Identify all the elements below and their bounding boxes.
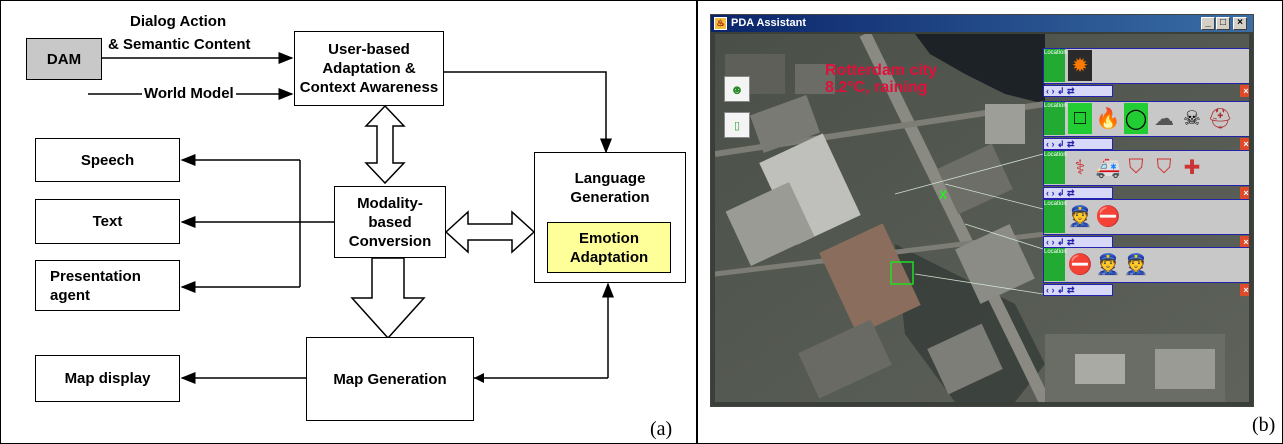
- paramedic-icon: ⚕: [1074, 157, 1086, 179]
- row-controls: ‹ › ↲ ⇄ ×: [1043, 187, 1249, 200]
- police-icon: 👮: [1123, 254, 1149, 276]
- map-x-marker: X: [939, 188, 947, 202]
- row-controls: ‹ › ↲ ⇄ ×: [1043, 138, 1249, 151]
- city-label: Rotterdam city: [825, 62, 938, 79]
- no-entry-icon: ⛔: [1095, 206, 1121, 228]
- location-badge[interactable]: Location: [1044, 49, 1067, 82]
- explosion-icon: ✹: [1068, 50, 1092, 81]
- police-icon: 👮: [1095, 254, 1121, 276]
- map-display-box: Map display: [35, 355, 180, 402]
- window-titlebar[interactable]: ♨ PDA Assistant _ □ ×: [711, 15, 1253, 32]
- incident-row[interactable]: Location□🔥◯ ☁ ☠ ⛑: [1043, 101, 1249, 137]
- app-icon: ♨: [714, 17, 727, 30]
- dam-box: DAM: [26, 38, 102, 80]
- square-icon: □: [1068, 103, 1092, 134]
- incident-row[interactable]: Location ⚕ 🚑 ⛉ ⛉ ✚: [1043, 150, 1249, 186]
- satellite-map-image: X: [715, 34, 1249, 402]
- user-adaptation-box: User-based Adaptation & Context Awarenes…: [294, 31, 444, 106]
- text-box: Text: [35, 199, 180, 244]
- firefighter-icon: ⛑: [1207, 108, 1233, 130]
- person-icon: ☻: [730, 81, 744, 97]
- location-badge[interactable]: Location: [1044, 200, 1067, 233]
- world-model-label: World Model: [142, 85, 236, 102]
- location-badge[interactable]: Location: [1044, 151, 1067, 184]
- double-arrow-modality-language: [444, 210, 536, 254]
- close-button[interactable]: ×: [1233, 17, 1247, 30]
- row-controls: ‹ › ↲ ⇄ ×: [1043, 85, 1249, 98]
- row-nav-buttons[interactable]: ‹ › ↲ ⇄: [1043, 138, 1113, 150]
- incident-row[interactable]: Location👮⛔: [1043, 199, 1249, 235]
- double-arrow-adaptation-modality: [364, 104, 406, 185]
- police-icon: 👮: [1067, 206, 1093, 228]
- medic-icon: ✚: [1183, 157, 1201, 179]
- no-entry-icon: ⛔: [1067, 254, 1093, 276]
- smoke-icon: ☁: [1154, 108, 1174, 130]
- row-close-icon[interactable]: ×: [1240, 187, 1249, 199]
- modality-conversion-box: Modality- based Conversion: [334, 186, 446, 258]
- weather-label: 8.2°C, raining: [825, 79, 928, 96]
- satellite-map[interactable]: X Rotterdam city 8.2°C, raining ☻ ▯ Loca…: [715, 34, 1249, 402]
- fire-icon: 🔥: [1095, 108, 1121, 130]
- down-arrow-modality-map: [350, 257, 426, 340]
- panel-a-tag: (a): [650, 418, 673, 440]
- row-controls: ‹ › ↲ ⇄ ×: [1043, 284, 1249, 297]
- ambulance-icon: 🚑: [1095, 157, 1121, 179]
- row-close-icon[interactable]: ×: [1240, 138, 1249, 150]
- diagram-arrows: [88, 52, 614, 384]
- row-close-icon[interactable]: ×: [1240, 284, 1249, 296]
- row-nav-buttons[interactable]: ‹ › ↲ ⇄: [1043, 85, 1113, 97]
- arrow-adaptation-to-language: [444, 71, 612, 154]
- presentation-agent-box: Presentation agent: [35, 260, 180, 311]
- window-title: PDA Assistant: [731, 17, 806, 29]
- dialog-action-label: Dialog Action: [130, 13, 227, 30]
- circle-icon: ◯: [1124, 103, 1148, 134]
- panel-b-tag: (b): [1252, 414, 1276, 436]
- location-badge[interactable]: Location: [1044, 248, 1067, 281]
- stretcher-icon: ⛉: [1156, 156, 1172, 178]
- location-badge[interactable]: Location: [1044, 102, 1067, 135]
- emotion-adaptation-box: Emotion Adaptation: [547, 222, 671, 273]
- incident-row[interactable]: Location✹: [1043, 48, 1249, 84]
- person-button[interactable]: ☻: [724, 76, 750, 102]
- pda-button[interactable]: ▯: [724, 112, 750, 138]
- maximize-button[interactable]: □: [1216, 17, 1230, 30]
- row-nav-buttons[interactable]: ‹ › ↲ ⇄: [1043, 187, 1113, 199]
- location-marker-outline: [890, 261, 914, 285]
- pda-icon: ▯: [733, 119, 741, 132]
- row-nav-buttons[interactable]: ‹ › ↲ ⇄: [1043, 284, 1113, 296]
- skull-icon: ☠: [1183, 108, 1201, 130]
- minimize-button[interactable]: _: [1201, 17, 1215, 30]
- row-close-icon[interactable]: ×: [1240, 85, 1249, 97]
- pda-window: ♨ PDA Assistant _ □ ×: [710, 14, 1254, 407]
- weather-overlay: Rotterdam city 8.2°C, raining: [825, 62, 937, 96]
- stretcher-icon: ⛉: [1128, 156, 1144, 178]
- map-generation-box: Map Generation: [306, 337, 474, 421]
- row-close-icon[interactable]: ×: [1240, 236, 1249, 248]
- speech-box: Speech: [35, 138, 180, 182]
- incident-row[interactable]: Location⛔👮👮: [1043, 247, 1249, 283]
- semantic-content-label: & Semantic Content: [108, 36, 251, 53]
